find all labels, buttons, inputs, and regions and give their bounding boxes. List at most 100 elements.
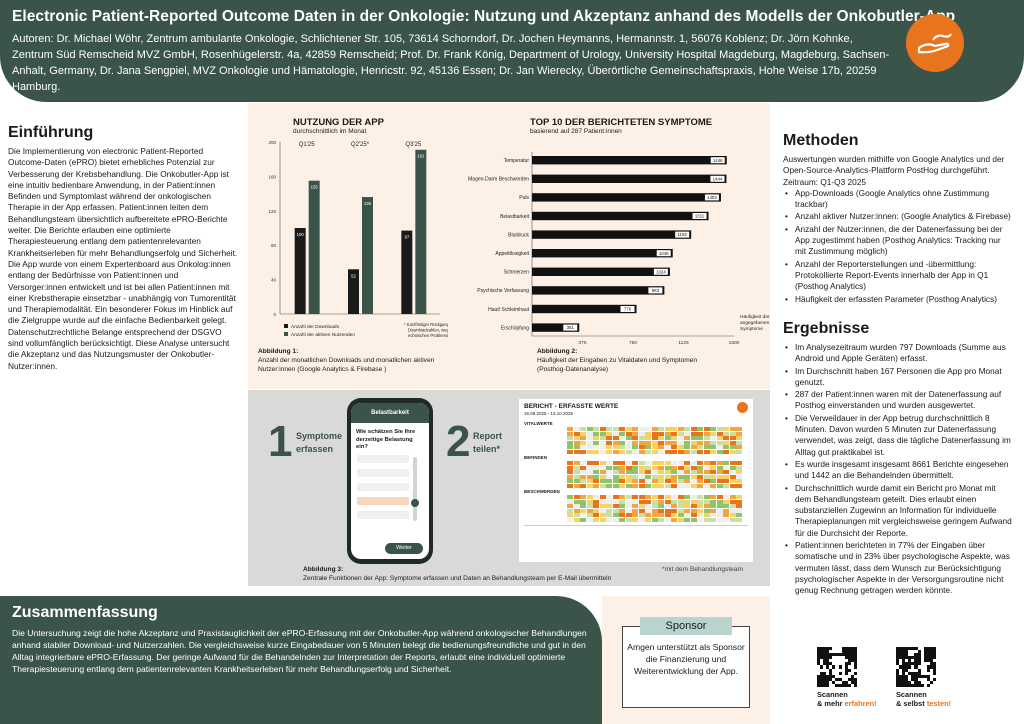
introduction-text: Die Implementierung von electronic Patie… — [8, 146, 238, 371]
report-cell — [619, 499, 625, 504]
report-cell — [586, 445, 593, 450]
report-cell — [677, 504, 684, 509]
x-axis-label-line: Häufigkeit der — [740, 314, 770, 320]
qr-module — [926, 656, 930, 660]
y-tick-label: 200 — [268, 140, 276, 145]
report-cell — [586, 436, 593, 441]
report-cell — [690, 508, 697, 513]
report-cell — [625, 508, 632, 513]
report-cell — [612, 474, 619, 479]
qr-module — [896, 662, 900, 666]
report-cell — [677, 461, 684, 465]
report-cell — [677, 479, 684, 484]
results-item: Die Verweildauer in der App betrug durch… — [783, 413, 1013, 458]
x-axis-label-line: angegebenen — [740, 320, 770, 326]
summary-text: Die Untersuchung zeigt die hohe Akzeptan… — [12, 628, 587, 674]
report-cell — [619, 470, 625, 475]
symptom-value-label: 351 — [567, 325, 575, 330]
report-cell — [606, 474, 612, 479]
bar-value-label: 191 — [417, 154, 425, 159]
symptom-label: Appetitlosigkeit — [495, 251, 529, 257]
report-cell — [638, 445, 645, 450]
report-cell — [573, 479, 580, 484]
qr-module — [847, 650, 851, 654]
report-cell — [567, 427, 573, 431]
report-cell — [567, 513, 573, 518]
bar-active-users — [308, 180, 320, 314]
report-cell — [671, 470, 677, 475]
chart-footnote-line: echnischen Problems — [408, 333, 448, 338]
qr-module — [914, 677, 918, 681]
qr-code-test-icon[interactable] — [896, 647, 936, 687]
report-cell — [599, 445, 606, 450]
qr-module — [902, 674, 906, 678]
phone-question: Wie schätzen Sie Ihre derzeitige Belastu… — [356, 429, 416, 450]
qr-module — [917, 683, 921, 687]
report-cell — [690, 450, 697, 454]
report-cell — [716, 440, 723, 445]
report-cell — [599, 431, 606, 436]
qr-module — [902, 665, 906, 669]
report-cell — [729, 499, 736, 504]
report-cell — [736, 465, 742, 470]
report-cell — [729, 436, 736, 441]
qr-module — [917, 650, 921, 654]
qr-module — [847, 662, 851, 666]
introduction-heading: Einführung — [8, 124, 94, 141]
methods-list: App-Downloads (Google Analytics ohne Zus… — [783, 188, 1013, 305]
report-cell — [638, 440, 645, 445]
qr-module — [926, 677, 930, 681]
symptom-label: Blutdruck — [508, 232, 529, 238]
qr-module — [853, 653, 857, 657]
qr-module — [823, 653, 827, 657]
qr-module — [932, 677, 936, 681]
report-cell — [690, 436, 697, 441]
report-cell — [638, 495, 645, 499]
report-cell — [664, 461, 671, 465]
report-cell — [716, 470, 723, 475]
qr-module — [841, 647, 845, 651]
results-item: Patient:innen berichteten in 77% der Ein… — [783, 540, 1013, 596]
x-tick-label: 375 — [578, 340, 586, 346]
qr-module — [902, 662, 906, 666]
report-cell — [729, 445, 736, 450]
report-cell — [716, 465, 723, 470]
qr-module — [902, 656, 906, 660]
report-cell — [612, 427, 619, 431]
y-tick-label: 0 — [273, 312, 276, 317]
qr-module — [838, 677, 842, 681]
report-cell — [723, 495, 729, 499]
methods-text: Auswertungen wurden mithilfe von Google … — [783, 154, 1005, 187]
report-cell — [573, 445, 580, 450]
qr-module — [826, 665, 830, 669]
report-cell — [729, 461, 736, 465]
qr-code-info-icon[interactable] — [817, 647, 857, 687]
qr-module — [920, 674, 924, 678]
report-cell — [664, 465, 671, 470]
report-cell — [729, 508, 736, 513]
legend-swatch — [284, 324, 288, 328]
report-cell — [625, 440, 632, 445]
qr-module — [820, 671, 824, 675]
report-cell — [645, 431, 651, 436]
report-cell — [573, 518, 580, 522]
report-cell — [586, 508, 593, 513]
report-cell — [716, 484, 723, 488]
symptom-bar — [532, 193, 721, 202]
legend-label: Anzahl der Downloads — [291, 324, 340, 330]
report-cell — [710, 465, 716, 470]
report-cell — [664, 427, 671, 431]
symptom-label: Puls — [519, 195, 529, 201]
report-cell — [619, 518, 625, 522]
qr-module — [896, 650, 900, 654]
qr-module — [853, 650, 857, 654]
report-cell — [567, 445, 573, 450]
figure2-caption-text: Häufigkeit der Eingaben zu Vitaldaten un… — [537, 357, 698, 373]
phone-next-button[interactable]: Weiter — [385, 543, 423, 554]
report-cell — [599, 495, 606, 499]
phone-scale-slider[interactable] — [411, 457, 419, 521]
qr-module — [844, 683, 848, 687]
qr-module — [850, 674, 854, 678]
report-cell — [567, 465, 573, 470]
